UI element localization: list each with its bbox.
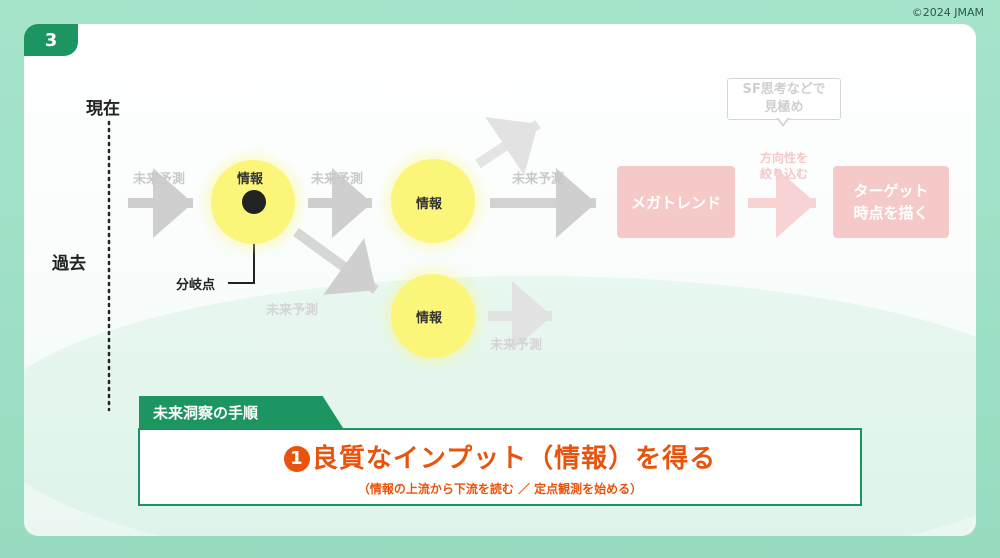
callout-tip-inner (778, 117, 788, 124)
info-label-3: 情報 (416, 311, 443, 326)
label-forecast-5: 未来予測 (490, 338, 543, 353)
procedure-title: 良質なインプット（情報）を得る (311, 444, 717, 474)
label-present: 現在 (86, 99, 120, 119)
info-label-1: 情報 (237, 172, 264, 187)
procedure-subtitle: （情報の上流から下流を読む ／ 定点観測を始める） (357, 482, 643, 496)
slide-number-badge: 3 (24, 24, 78, 56)
label-past: 過去 (52, 254, 86, 274)
arrow-branch-down (293, 227, 379, 295)
branch-point-label: 分岐点 (176, 278, 216, 293)
info-circle-2 (391, 159, 475, 243)
sf-callout: SF思考などで 見極め (727, 78, 841, 120)
info-circle-3 (391, 274, 475, 358)
label-forecast-3: 未来予測 (512, 172, 565, 187)
arrow-up-faint (475, 117, 541, 176)
procedure-tab: 未来洞察の手順 (139, 396, 343, 428)
megatrend-box: メガトレンド (617, 166, 735, 238)
info-label-2: 情報 (416, 197, 443, 212)
copyright: ©2024 JMAM (911, 6, 984, 19)
callout-line-1: SF思考などで (742, 82, 826, 97)
label-forecast-2: 未来予測 (311, 172, 364, 187)
label-forecast-1: 未来予測 (133, 172, 186, 187)
narrow-label: 方向性を 絞り込む (759, 151, 808, 181)
branch-point-dot (242, 190, 266, 214)
callout-line-2: 見極め (764, 100, 804, 115)
label-forecast-4: 未来予測 (266, 303, 319, 318)
target-box: ターゲット 時点を描く (833, 166, 949, 238)
step-number-icon: 1 (283, 446, 310, 472)
